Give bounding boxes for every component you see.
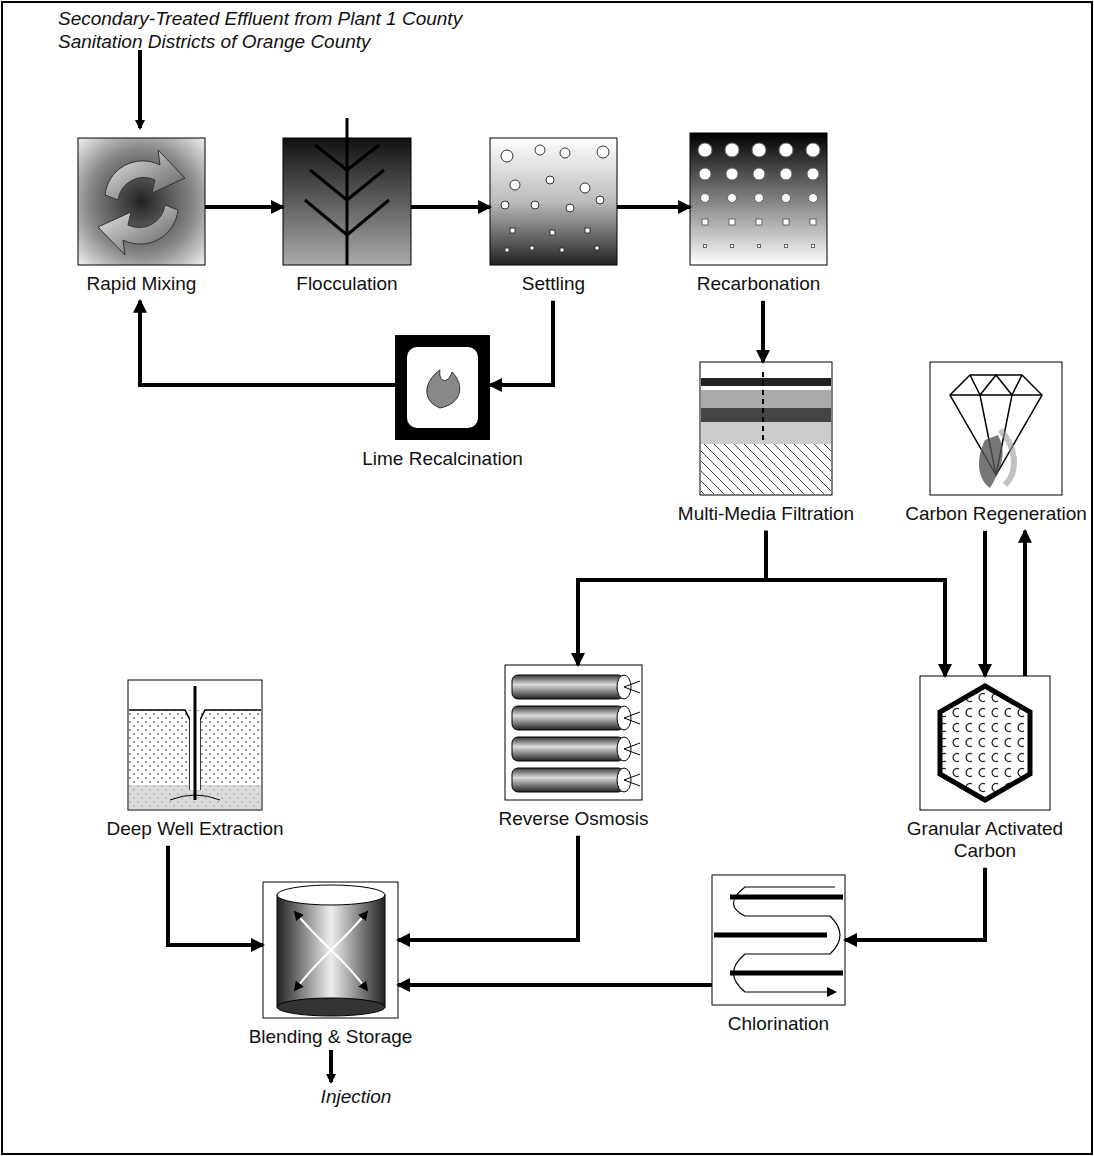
process-step: Chlorination bbox=[712, 875, 845, 1041]
source-note: Secondary-Treated Effluent from Plant 1 … bbox=[58, 8, 518, 54]
flow-arrow bbox=[761, 301, 765, 362]
flow-arrow bbox=[168, 846, 263, 945]
flow-arrow bbox=[411, 205, 490, 209]
process-step: Lime Recalcination bbox=[395, 335, 490, 476]
process-step: Reverse Osmosis bbox=[505, 665, 642, 836]
flow-arrow bbox=[490, 301, 553, 385]
step-label: Flocculation bbox=[257, 273, 437, 295]
step-label: Recarbonation bbox=[669, 273, 849, 295]
step-label: Reverse Osmosis bbox=[474, 808, 674, 830]
process-step: Multi-Media Filtration bbox=[700, 362, 832, 531]
process-step: Blending & Storage bbox=[263, 882, 398, 1054]
flow-arrow bbox=[398, 983, 712, 987]
step-label: Chlorination bbox=[699, 1013, 859, 1035]
step-label: Blending & Storage bbox=[231, 1026, 431, 1048]
step-label: Rapid Mixing bbox=[52, 273, 232, 295]
flow-arrow bbox=[1023, 531, 1027, 676]
flow-arrow bbox=[398, 836, 578, 940]
process-step: Carbon Regeneration bbox=[930, 362, 1062, 531]
flow-arrow bbox=[205, 205, 283, 209]
flow-arrow bbox=[617, 205, 690, 209]
flow-arrow bbox=[983, 531, 987, 676]
step-label: Settling bbox=[474, 273, 634, 295]
flow-arrow bbox=[578, 531, 766, 665]
step-label: Carbon Regeneration bbox=[896, 503, 1094, 525]
step-label: Granular Activated Carbon bbox=[895, 818, 1075, 862]
process-step: Granular Activated Carbon bbox=[920, 676, 1050, 868]
process-step: Rapid Mixing bbox=[78, 138, 205, 301]
process-step: Settling bbox=[490, 138, 617, 301]
process-step: Deep Well Extraction bbox=[128, 680, 262, 846]
step-label: Multi-Media Filtration bbox=[656, 503, 876, 525]
flow-arrow bbox=[845, 868, 985, 940]
process-step: Recarbonation bbox=[690, 133, 827, 301]
output-note: Injection bbox=[296, 1086, 416, 1109]
step-label: Lime Recalcination bbox=[343, 448, 543, 470]
flow-arrow bbox=[766, 531, 945, 676]
step-label: Deep Well Extraction bbox=[85, 818, 305, 840]
process-step: Flocculation bbox=[283, 138, 411, 301]
flow-arrow bbox=[140, 301, 395, 385]
